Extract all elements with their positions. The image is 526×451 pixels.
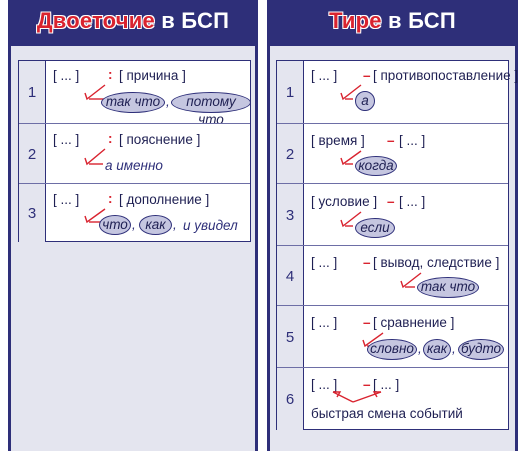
row-number: 1 bbox=[19, 61, 46, 123]
scheme-text: [ противопоставление ] bbox=[373, 68, 519, 83]
bracket-text: [ ... ] bbox=[311, 255, 338, 270]
row-cell: [ ... ] – [ вывод, следствие ] так что bbox=[303, 246, 508, 306]
bracket-text: [ время ] bbox=[311, 133, 365, 148]
scheme-text: [ ... ] bbox=[399, 133, 426, 148]
bracket-text: [ ... ] bbox=[311, 68, 338, 83]
row-cell: [ ... ] – [ сравнение ] словно , как , б… bbox=[303, 306, 508, 368]
punct-mark: : bbox=[108, 67, 113, 82]
scheme-text: [ сравнение ] bbox=[373, 315, 455, 330]
punct-mark: : bbox=[108, 131, 113, 146]
conjunction-oval: как bbox=[139, 215, 172, 235]
table-row: 2 [ ... ] : [ пояснение ] а именно bbox=[19, 123, 250, 184]
scheme-text: [ вывод, следствие ] bbox=[373, 255, 500, 270]
punct-mark: – bbox=[363, 68, 371, 83]
left-title-accent: Двоеточие bbox=[36, 8, 155, 33]
row-cell: [ ... ] – [ противопоставление ] а bbox=[303, 61, 518, 123]
conjunction-oval: если bbox=[355, 218, 395, 238]
double-arrow-icon bbox=[332, 391, 382, 403]
row-cell: [ ... ] – [ ... ] быстрая смена событий bbox=[303, 368, 508, 430]
row-number: 1 bbox=[277, 61, 304, 123]
punct-mark: – bbox=[387, 194, 395, 209]
separator: , bbox=[132, 217, 136, 232]
scheme-text: [ ... ] bbox=[373, 377, 400, 392]
colon-table: 1 [ ... ] : [ причина ] так что , потому… bbox=[18, 60, 251, 242]
row-cell: [ ... ] : [ причина ] так что , потому ч… bbox=[45, 61, 251, 127]
center-divider bbox=[258, 0, 267, 451]
punct-mark: – bbox=[363, 255, 371, 270]
arrow-icon bbox=[84, 208, 106, 224]
row-number: 2 bbox=[19, 124, 46, 184]
arrow-icon bbox=[340, 150, 362, 166]
bracket-text: [ ... ] bbox=[53, 132, 80, 147]
conjunction-oval: словно bbox=[367, 339, 417, 360]
table-row: 3 [ ... ] : [ дополнение ] что , как , и… bbox=[19, 183, 250, 242]
right-title-rest: в БСП bbox=[381, 8, 456, 33]
scheme-text: [ пояснение ] bbox=[119, 132, 201, 147]
conjunction-oval: так что bbox=[101, 92, 165, 113]
conjunction-oval: как bbox=[423, 339, 451, 360]
conjunction-oval: что bbox=[99, 215, 131, 235]
punct-mark: : bbox=[108, 191, 113, 206]
table-row: 5 [ ... ] – [ сравнение ] словно , как ,… bbox=[277, 305, 508, 368]
conjunction-oval: когда bbox=[355, 156, 397, 176]
punct-mark: – bbox=[363, 377, 371, 392]
table-row: 1 [ ... ] – [ противопоставление ] а bbox=[277, 61, 518, 123]
row-cell: [ условие ] – [ ... ] если bbox=[303, 184, 508, 246]
dash-table: 1 [ ... ] – [ противопоставление ] а 2 [… bbox=[276, 60, 518, 430]
row-number: 6 bbox=[277, 368, 304, 430]
scheme-text: [ причина ] bbox=[119, 68, 186, 83]
table-row: 3 [ условие ] – [ ... ] если bbox=[277, 183, 508, 246]
left-header: Двоеточие в БСП bbox=[8, 0, 258, 46]
arrow-icon bbox=[340, 84, 362, 101]
right-header: Тире в БСП bbox=[267, 0, 518, 46]
separator: , bbox=[173, 217, 177, 232]
separator: , bbox=[418, 341, 422, 356]
bracket-text: [ условие ] bbox=[311, 194, 378, 209]
table-row: 2 [ время ] – [ ... ] когда bbox=[277, 123, 508, 184]
left-title-rest: в БСП bbox=[154, 8, 230, 33]
row-cell: [ ... ] : [ дополнение ] что , как , и у… bbox=[45, 184, 250, 242]
table-row: 4 [ ... ] – [ вывод, следствие ] так что bbox=[277, 245, 508, 306]
conjunction-text: а именно bbox=[105, 158, 163, 173]
table-row: 1 [ ... ] : [ причина ] так что , потому… bbox=[19, 61, 251, 127]
conjunction-oval: потому что bbox=[171, 92, 251, 127]
row-number: 3 bbox=[277, 184, 304, 246]
conjunction-oval: будто bbox=[458, 339, 504, 360]
row-number: 3 bbox=[19, 184, 46, 242]
separator: , bbox=[452, 341, 456, 356]
arrow-icon bbox=[340, 211, 362, 228]
conjunction-text: и увидел bbox=[183, 218, 238, 233]
scheme-text: [ дополнение ] bbox=[119, 192, 210, 207]
row-number: 4 bbox=[277, 246, 304, 306]
right-title-accent: Тире bbox=[329, 8, 382, 33]
bracket-text: [ ... ] bbox=[311, 315, 338, 330]
scheme-text: [ ... ] bbox=[399, 194, 426, 209]
bracket-text: [ ... ] bbox=[311, 377, 338, 392]
table-row: 6 [ ... ] – [ ... ] быстрая смена событи… bbox=[277, 367, 508, 430]
row-number: 2 bbox=[277, 124, 304, 184]
bracket-text: [ ... ] bbox=[53, 68, 80, 83]
row-cell: [ время ] – [ ... ] когда bbox=[303, 124, 508, 184]
punct-mark: – bbox=[363, 315, 371, 330]
punct-mark: – bbox=[387, 133, 395, 148]
conjunction-oval: а bbox=[355, 91, 375, 111]
bracket-text: [ ... ] bbox=[53, 192, 80, 207]
conjunction-oval: так что bbox=[417, 277, 479, 298]
arrow-icon bbox=[400, 272, 422, 289]
separator: , bbox=[166, 94, 170, 109]
row-number: 5 bbox=[277, 306, 304, 368]
row-cell: [ ... ] : [ пояснение ] а именно bbox=[45, 124, 250, 184]
description-text: быстрая смена событий bbox=[311, 406, 463, 421]
arrow-icon bbox=[84, 148, 106, 166]
